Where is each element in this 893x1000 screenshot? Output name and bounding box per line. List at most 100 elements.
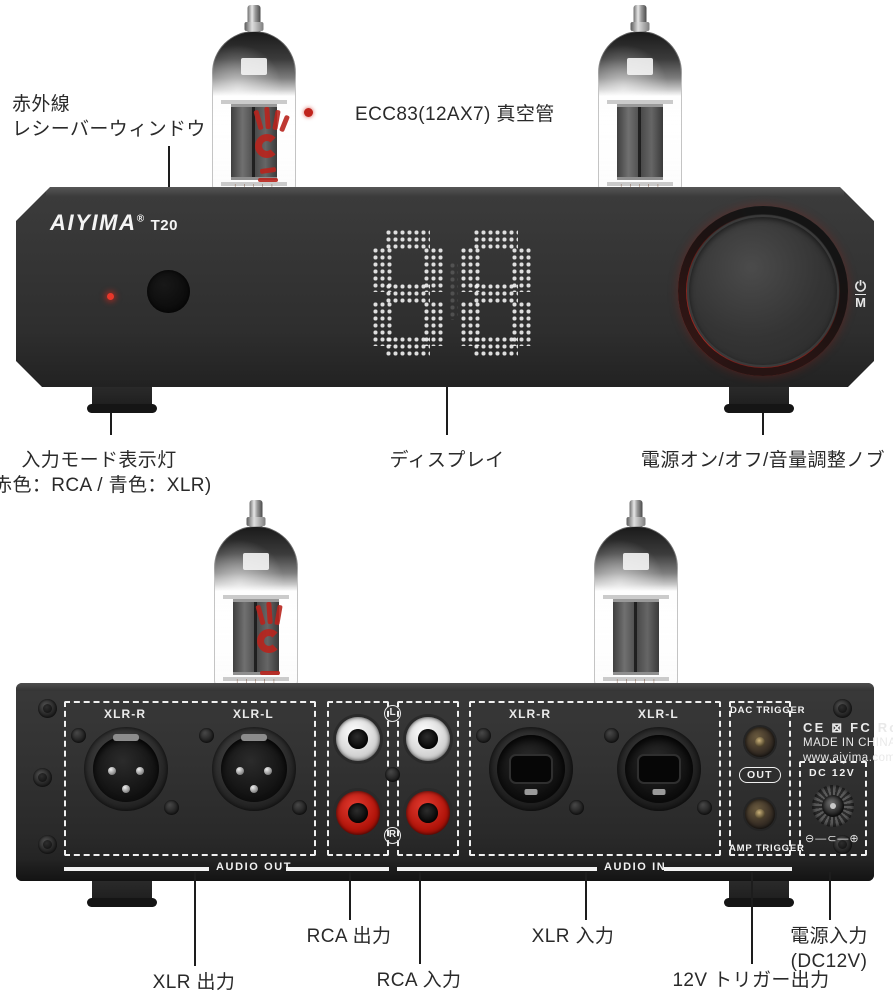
led-display: [371, 228, 531, 356]
vacuum-tube-rear-left: [208, 500, 304, 690]
rca-left-channel-badge: L: [384, 705, 401, 722]
leader-power-in: [829, 872, 831, 920]
audio-out-bracket-right: [286, 867, 389, 871]
xlr-notch: [241, 734, 267, 741]
audio-in-label: AUDIO IN: [604, 861, 667, 873]
segment-bottom: [384, 335, 430, 356]
xlr-in-r-screw-top: [476, 728, 491, 743]
rca-input-jack-right-red[interactable]: [406, 791, 450, 835]
dc-center-pin: [830, 803, 836, 809]
brand-logo: AIYIMA®T20: [50, 210, 178, 236]
tube-mica-top: [223, 595, 289, 599]
xlr-in-l-screw-bottom: [697, 800, 712, 815]
mode-letter: M: [855, 293, 867, 310]
front-bevel-bottom-left: [16, 361, 42, 387]
segment-bottom-right: [510, 300, 531, 346]
tube-glass: [212, 31, 296, 195]
vacuum-tube-front-left: [206, 5, 302, 195]
tube-mica-top: [221, 100, 287, 104]
rca-output-jack-right-red[interactable]: [336, 791, 380, 835]
tube-top-pin: [626, 500, 646, 530]
rear-foot-left: [87, 881, 157, 907]
certification-marks: CE ⊠ FC RoHS: [803, 720, 893, 735]
annotation-xlr-in: XLR 入力: [531, 926, 615, 947]
xlr-latch: [524, 789, 538, 795]
brand-registered-mark: ®: [136, 213, 146, 225]
xlr-notch: [113, 734, 139, 741]
xlr-out-r-screw-bottom: [164, 800, 179, 815]
annotation-ir-receiver-line1: 赤外線: [12, 94, 71, 115]
tube-mica-top: [607, 100, 673, 104]
dc-voltage-label: DC 12V: [809, 767, 856, 779]
segment-bottom: [472, 335, 518, 356]
rear-top-edge: [16, 683, 874, 691]
xlr-output-jack-left[interactable]: [212, 727, 296, 811]
xlr-input-jack-right[interactable]: [489, 727, 573, 811]
segment-top-right: [422, 246, 443, 292]
tube-top-pin: [630, 5, 650, 35]
power-mode-label: ⏻ M: [855, 278, 867, 310]
xlr-latch: [652, 789, 666, 795]
volume-power-knob[interactable]: [678, 206, 848, 376]
xlr-pin-3: [122, 785, 130, 793]
tube-mica-top: [603, 595, 669, 599]
xlr-out-l-screw-top: [199, 728, 214, 743]
corner-screw-top-left: [38, 699, 57, 718]
front-bevel-top-left: [16, 187, 50, 221]
power-icon: ⏻: [855, 278, 867, 294]
rca-output-jack-left-white[interactable]: [336, 717, 380, 761]
tube-top-pin: [244, 5, 264, 35]
model-name: T20: [150, 217, 178, 234]
segment-middle: [384, 282, 430, 303]
segment-bottom-left: [459, 300, 480, 346]
tube-red-print: [253, 106, 291, 190]
trigger-out-badge: OUT: [739, 767, 781, 783]
tube-getter: [599, 32, 681, 96]
website-text: www.aiyima.com: [803, 752, 893, 764]
tube-plate: [613, 599, 659, 675]
dc-power-jack[interactable]: [812, 785, 854, 827]
trigger-group: [729, 701, 791, 856]
xlr-input-jack-left[interactable]: [617, 727, 701, 811]
audio-in-bracket-left: [397, 867, 597, 871]
leader-rca-out: [349, 872, 351, 920]
vacuum-tube-rear-right: [588, 500, 684, 690]
vacuum-tube-front-right: [592, 5, 688, 195]
tube-plate: [617, 104, 663, 180]
display-digit-1: [371, 228, 443, 356]
display-digit-2: [459, 228, 531, 356]
audio-in-bracket-right: [664, 867, 792, 871]
rca-divider-screw: [385, 767, 400, 782]
xlr-out-l-screw-bottom: [292, 800, 307, 815]
leader-xlr-out: [194, 872, 196, 966]
tube-red-print: [255, 601, 290, 685]
dac-trigger-jack[interactable]: [745, 727, 775, 757]
audio-out-bracket-left: [64, 867, 209, 871]
xlr-pin-1: [236, 767, 244, 775]
xlr-pin-2: [136, 767, 144, 775]
input-mode-indicator-led: [107, 293, 114, 300]
segment-top: [384, 228, 430, 249]
rear-chassis: XLR-R XLR-L: [16, 683, 893, 881]
xlr-input-group: [469, 701, 721, 856]
amp-trigger-jack[interactable]: [745, 799, 775, 829]
xlr-output-jack-right[interactable]: [84, 727, 168, 811]
tube-getter: [595, 527, 677, 591]
leader-trigger-out: [751, 872, 753, 964]
segment-middle: [472, 282, 518, 303]
segment-bottom-right: [422, 300, 443, 346]
annotation-power-in: 電源入力 (DC12V): [790, 924, 868, 974]
front-bevel-bottom-right: [848, 361, 874, 387]
rca-right-channel-badge: R: [384, 827, 401, 844]
segment-top-right: [510, 246, 531, 292]
ir-receiver-window: [147, 270, 190, 313]
front-foot-left: [87, 387, 157, 413]
dc-power-group: [799, 761, 867, 856]
xlr-pin-3: [250, 785, 258, 793]
front-foot-right: [724, 387, 794, 413]
leader-rca-in: [419, 872, 421, 964]
corner-screw-top-right: [833, 699, 852, 718]
xlr-combo-slot: [639, 756, 679, 782]
amplifier-rear-view: XLR-R XLR-L: [16, 683, 893, 881]
rca-input-jack-left-white[interactable]: [406, 717, 450, 761]
